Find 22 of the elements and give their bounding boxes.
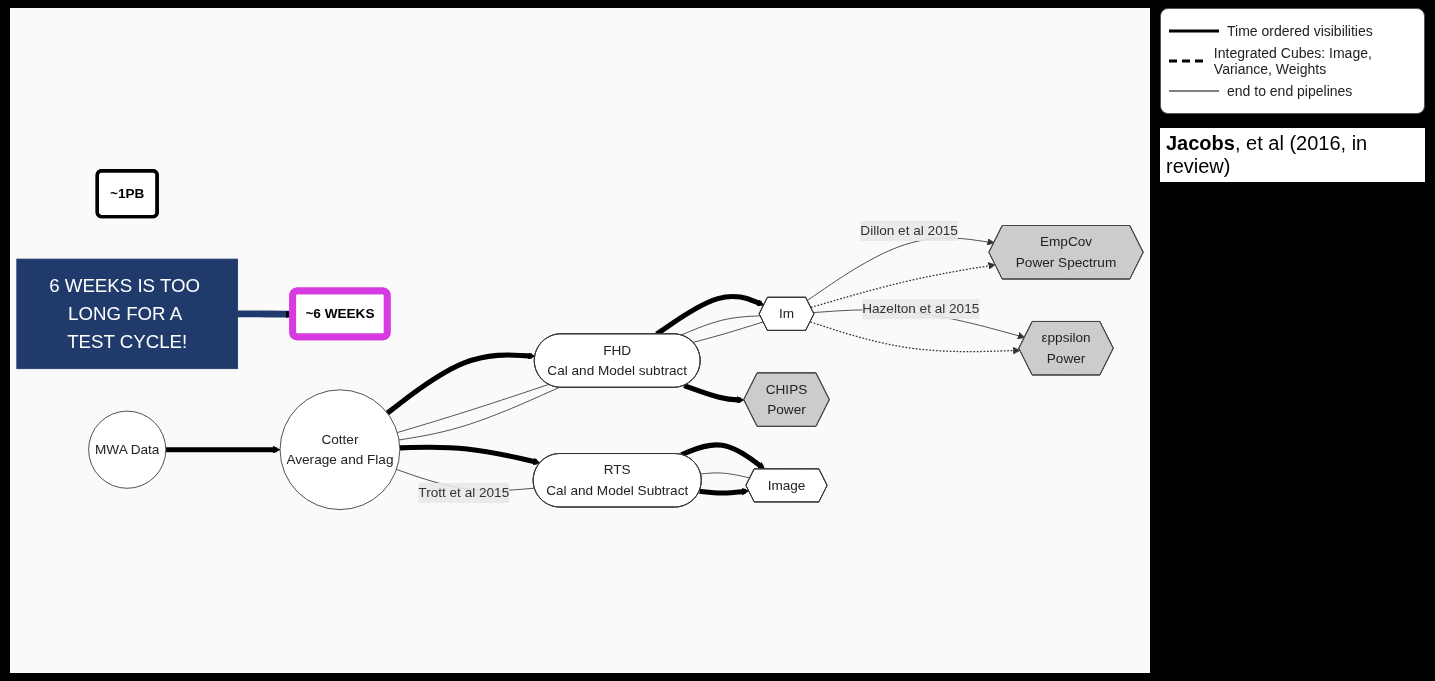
edge-label: Trott et al 2015 [418, 485, 510, 501]
connector-line [680, 315, 761, 336]
arrow [680, 442, 766, 470]
arrow [165, 446, 281, 454]
arrow [699, 488, 750, 496]
legend-text: Time ordered visibilities [1227, 23, 1373, 39]
arrow [385, 352, 536, 416]
node-circle: MWA Data [88, 411, 167, 490]
legend-text: end to end pipelines [1227, 83, 1353, 99]
connector-line [700, 472, 751, 479]
node-circle: Cotter Average and Flag [279, 389, 401, 511]
citation-text: Jacobs, et al (2016, in review) [1160, 128, 1425, 182]
arrow [809, 321, 1021, 355]
node-box: 6 WEEKS IS TOO LONG FOR A TEST CYCLE! [16, 259, 239, 370]
edge-label: Dillon et al 2015 [860, 223, 958, 238]
connector-line [692, 321, 764, 344]
connector-line [398, 387, 560, 441]
legend-text: Integrated Cubes: Image, Variance, Weights [1213, 45, 1373, 77]
edge-label: Hazelton et al 2015 [862, 301, 980, 317]
arrow [810, 262, 996, 309]
arrow [683, 383, 745, 404]
arrow [399, 445, 541, 466]
